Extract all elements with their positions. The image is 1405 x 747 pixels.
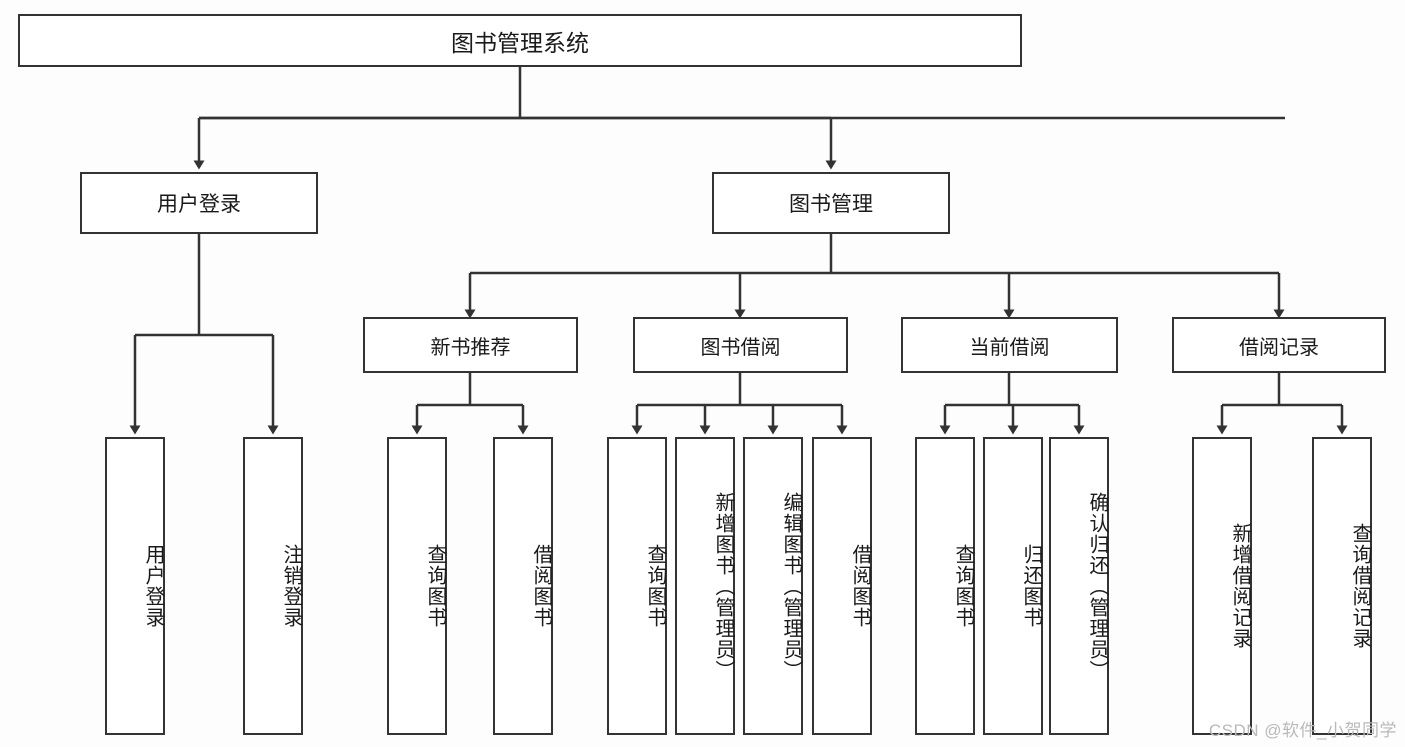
leaf-borrow-query-book[interactable]: 查询图书 <box>607 437 667 735</box>
node-label: 新书推荐 <box>430 336 511 359</box>
node-label: 确认归还（管理员） <box>1086 491 1108 681</box>
node-book-management[interactable]: 图书管理 <box>712 172 950 234</box>
node-label: 用户登录 <box>142 544 164 628</box>
node-user-login[interactable]: 用户登录 <box>80 172 318 234</box>
node-label: 图书管理 <box>789 193 873 216</box>
leaf-borrow-edit-book[interactable]: 编辑图书（管理员） <box>743 437 803 735</box>
leaf-record-query-record[interactable]: 查询借阅记录 <box>1312 437 1372 735</box>
node-label: 编辑图书（管理员） <box>780 491 802 681</box>
node-label: 注销登录 <box>280 544 302 628</box>
node-label: 查询图书 <box>644 544 666 628</box>
node-label: 查询借阅记录 <box>1349 523 1371 649</box>
node-label: 图书借阅 <box>700 336 781 359</box>
leaf-recommend-query-book[interactable]: 查询图书 <box>387 437 447 735</box>
node-label: 归还图书 <box>1020 544 1042 628</box>
leaf-current-confirm-return[interactable]: 确认归还（管理员） <box>1049 437 1109 735</box>
node-label: 借阅图书 <box>530 544 552 628</box>
leaf-borrow-add-book[interactable]: 新增图书（管理员） <box>675 437 735 735</box>
watermark-text: CSDN @软件_小贺同学 <box>1208 721 1397 740</box>
leaf-borrow-borrow-book[interactable]: 借阅图书 <box>812 437 872 735</box>
leaf-recommend-borrow-book[interactable]: 借阅图书 <box>493 437 553 735</box>
leaf-current-query-book[interactable]: 查询图书 <box>915 437 975 735</box>
leaf-user-login-login[interactable]: 用户登录 <box>105 437 165 735</box>
node-current-borrow[interactable]: 当前借阅 <box>901 317 1118 373</box>
leaf-record-add-record[interactable]: 新增借阅记录 <box>1192 437 1252 735</box>
node-label: 用户登录 <box>157 193 241 216</box>
node-book-borrow[interactable]: 图书借阅 <box>633 317 848 373</box>
node-label: 图书管理系统 <box>451 29 589 56</box>
leaf-current-return-book[interactable]: 归还图书 <box>983 437 1043 735</box>
node-label: 当前借阅 <box>969 336 1050 359</box>
node-borrow-record[interactable]: 借阅记录 <box>1172 317 1386 373</box>
node-label: 查询图书 <box>952 544 974 628</box>
node-label: 新增借阅记录 <box>1229 523 1251 649</box>
node-root-system[interactable]: 图书管理系统 <box>18 14 1022 67</box>
leaf-user-login-logout[interactable]: 注销登录 <box>243 437 303 735</box>
node-label: 新增图书（管理员） <box>712 491 734 681</box>
node-label: 借阅记录 <box>1239 336 1319 359</box>
node-label: 借阅图书 <box>849 544 871 628</box>
node-label: 查询图书 <box>424 544 446 628</box>
node-new-book-recommend[interactable]: 新书推荐 <box>363 317 578 373</box>
